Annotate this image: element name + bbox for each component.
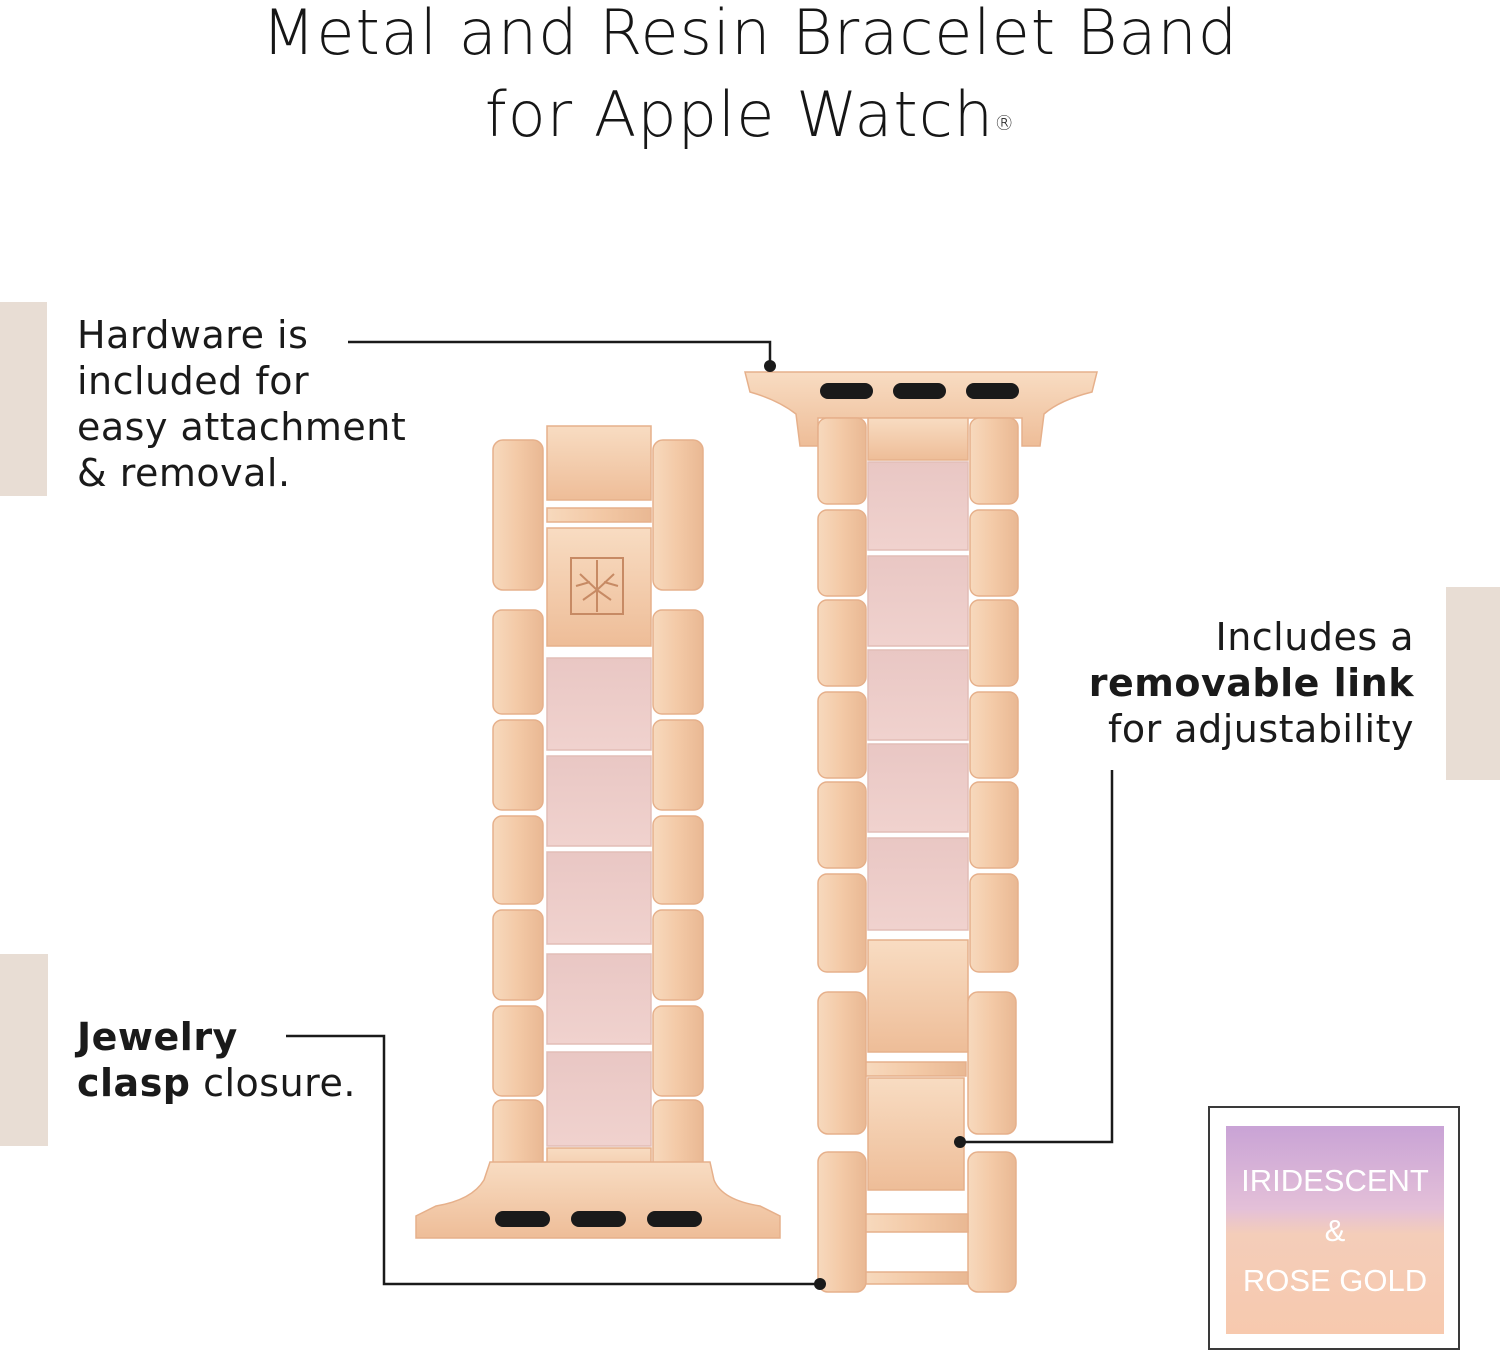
- callout-dots: [764, 360, 966, 1290]
- swatch-line-1: IRIDESCENT: [1241, 1163, 1429, 1198]
- registered-mark: ®: [994, 111, 1016, 135]
- left-band-strap: [492, 425, 704, 1189]
- accent-tab-left-bottom: [0, 954, 48, 1146]
- title-line-1: Metal and Resin Bracelet Band: [261, 0, 1239, 69]
- hardware-line-3: easy attachment: [77, 405, 407, 449]
- clasp-callout: Jewelry clasp closure.: [77, 1014, 356, 1106]
- color-swatch: IRIDESCENT & ROSE GOLD: [1226, 1126, 1444, 1334]
- accent-tab-left-top: [0, 302, 47, 496]
- page-title: Metal and Resin Bracelet Band for Apple …: [0, 0, 1500, 156]
- removable-link-callout: Includes a removable link for adjustabil…: [1089, 614, 1414, 752]
- color-swatch-card: IRIDESCENT & ROSE GOLD: [1208, 1106, 1460, 1350]
- hardware-line-1: Hardware is: [77, 313, 309, 357]
- left-band-adapter: [415, 1161, 781, 1239]
- callout-lines: [286, 340, 1114, 1286]
- hardware-line-2: included for: [77, 359, 310, 403]
- swatch-line-3: ROSE GOLD: [1242, 1263, 1428, 1298]
- clasp-line-1: Jewelry: [77, 1015, 238, 1059]
- swatch-line-2: &: [1324, 1213, 1346, 1248]
- right-band-strap: [817, 417, 1019, 1293]
- tree-logo-icon: [570, 557, 624, 615]
- title-line-2: for Apple Watch®: [484, 78, 1016, 151]
- right-band-adapter: [744, 371, 1098, 447]
- link-line-3: for adjustability: [1107, 707, 1414, 751]
- accent-tab-right: [1446, 587, 1500, 780]
- link-line-1: Includes a: [1215, 615, 1414, 659]
- link-line-2: removable link: [1088, 661, 1414, 705]
- hardware-callout: Hardware is included for easy attachment…: [77, 312, 406, 496]
- clasp-line-2: clasp closure.: [77, 1061, 356, 1105]
- hardware-line-4: & removal.: [77, 451, 291, 495]
